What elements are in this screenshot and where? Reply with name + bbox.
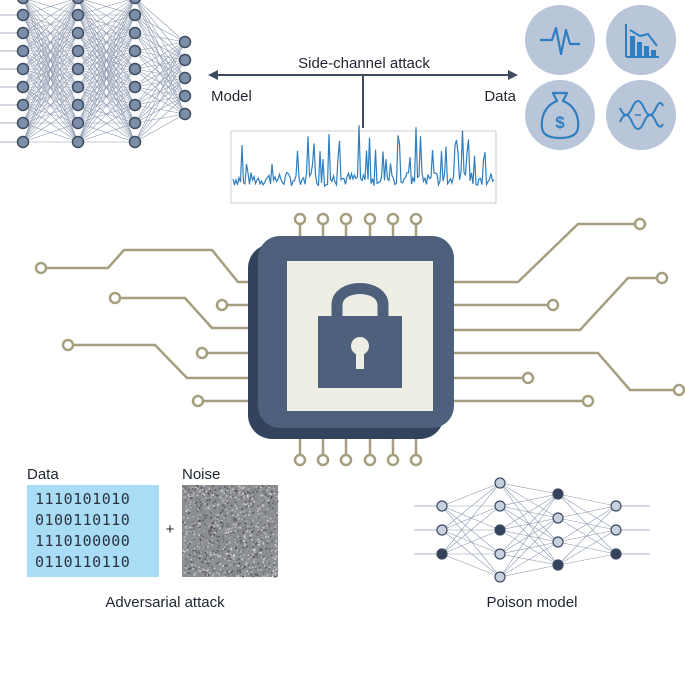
adversarial-data-label: Data: [27, 466, 59, 483]
network-node: [71, 8, 85, 22]
network-node: [552, 536, 564, 548]
data-label: Data: [484, 88, 516, 105]
network-node: [128, 8, 142, 22]
poisoned-node: [436, 548, 448, 560]
network-node: [128, 98, 142, 112]
network-node: [178, 107, 192, 121]
noise-texture: [182, 485, 279, 578]
side-channel-arrow: [208, 70, 518, 128]
network-node: [552, 512, 564, 524]
network-node: [494, 477, 506, 489]
network-node: [128, 116, 142, 130]
svg-text:$: $: [555, 113, 565, 132]
network-node: [72, 0, 84, 5]
adversarial-attack: Data Noise 1110101010 0100110110 1110100…: [27, 466, 279, 611]
network-node: [71, 135, 85, 149]
bits-row: 0110110110: [35, 553, 130, 571]
network-node: [16, 8, 30, 22]
network-node: [494, 500, 506, 512]
network-node: [128, 80, 142, 94]
network-node: [16, 116, 30, 130]
network-node: [71, 26, 85, 40]
money-bag-icon: $: [525, 80, 595, 150]
network-node: [128, 62, 142, 76]
network-node: [17, 0, 29, 5]
network-node: [128, 26, 142, 40]
waveform-icon: [525, 5, 595, 75]
bits-row: 1110100000: [35, 532, 130, 550]
network-node: [71, 62, 85, 76]
poison-caption: Poison model: [487, 594, 578, 611]
data-icons: $: [525, 5, 676, 150]
dna-icon: [606, 80, 676, 150]
network-node: [610, 524, 622, 536]
poisoned-node: [552, 488, 564, 500]
network-node: [71, 116, 85, 130]
network-node: [71, 80, 85, 94]
poisoned-node: [610, 548, 622, 560]
side-channel-signal: [230, 125, 497, 204]
binary-data-box: [27, 485, 159, 577]
neural-network-model: [0, 0, 192, 149]
network-node: [129, 0, 141, 5]
bar-chart-icon: [606, 5, 676, 75]
poison-model-network: [414, 477, 650, 583]
network-node: [178, 53, 192, 67]
network-node: [178, 89, 192, 103]
poisoned-node: [494, 524, 506, 536]
model-label: Model: [211, 88, 252, 105]
network-node: [494, 571, 506, 583]
bits-row: 1110101010: [35, 490, 130, 508]
adversarial-caption: Adversarial attack: [105, 594, 225, 611]
network-node: [178, 71, 192, 85]
network-node: [16, 62, 30, 76]
network-node: [436, 524, 448, 536]
network-node: [71, 98, 85, 112]
network-node: [128, 135, 142, 149]
padlock-icon: [318, 283, 402, 388]
network-node: [16, 80, 30, 94]
circuit-traces: [34, 212, 685, 467]
bits-row: 0100110110: [35, 511, 130, 529]
side-channel-title: Side-channel attack: [298, 55, 430, 72]
network-node: [16, 98, 30, 112]
network-node: [494, 548, 506, 560]
network-node: [178, 35, 192, 49]
network-node: [16, 26, 30, 40]
network-node: [128, 44, 142, 58]
network-node: [16, 135, 30, 149]
noise-label: Noise: [182, 466, 220, 483]
plus-sign: +: [166, 521, 175, 538]
network-node: [436, 500, 448, 512]
poisoned-node: [552, 559, 564, 571]
network-node: [610, 500, 622, 512]
network-node: [71, 44, 85, 58]
network-node: [16, 44, 30, 58]
